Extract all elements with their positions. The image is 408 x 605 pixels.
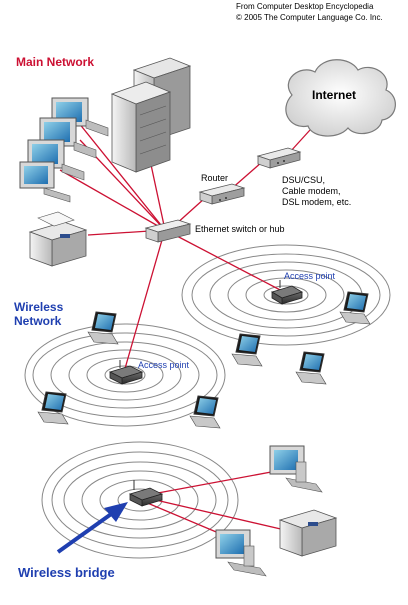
desktop-computer-icon	[269, 445, 323, 493]
laptop-icon	[231, 333, 263, 367]
dsu-label-line2: Cable modem,	[282, 186, 341, 196]
access-point-label: Access point	[284, 271, 336, 281]
credit-line-2: © 2005 The Computer Language Co. Inc.	[236, 13, 383, 22]
printer-icon	[28, 211, 88, 267]
router-icon	[198, 183, 246, 205]
laptop-icon	[189, 395, 221, 429]
internet-label: Internet	[312, 88, 357, 102]
access-point-icon	[108, 360, 144, 385]
wireless-bridge-icon	[128, 480, 164, 507]
access-point-label: Access point	[138, 360, 190, 370]
wireless-network-label-line1: Wireless	[14, 300, 64, 314]
credit-line-1: From Computer Desktop Encyclopedia	[236, 2, 374, 11]
switch-icon	[144, 219, 192, 243]
radio-rings-middle	[24, 323, 226, 427]
laptop-icon	[37, 391, 69, 425]
desktop-computer-icon	[19, 97, 109, 203]
main-network-label: Main Network	[16, 55, 95, 69]
access-point-icon	[271, 280, 303, 305]
modem-icon	[256, 147, 302, 169]
laptop-icon	[295, 351, 327, 385]
server-icon	[110, 57, 192, 173]
dsu-label-line1: DSU/CSU,	[282, 175, 326, 185]
arrow-icon	[56, 502, 128, 554]
wireless-bridge-label: Wireless bridge	[18, 565, 115, 580]
router-label: Router	[201, 173, 229, 183]
wireless-network-label-line2: Network	[14, 314, 62, 328]
switch-label: Ethernet switch or hub	[195, 224, 285, 234]
laptop-icon	[87, 311, 119, 345]
cloud-icon	[285, 59, 396, 137]
dsu-label-line3: DSL modem, etc.	[282, 197, 352, 207]
desktop-computer-icon	[215, 529, 267, 577]
laptop-icon	[339, 291, 371, 325]
printer-icon	[278, 509, 338, 557]
